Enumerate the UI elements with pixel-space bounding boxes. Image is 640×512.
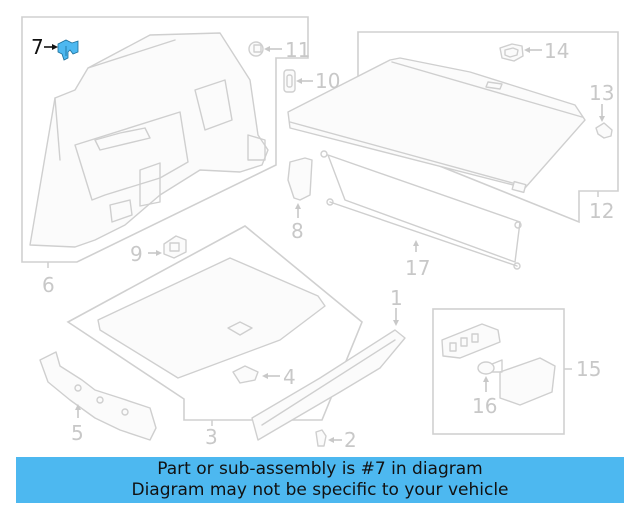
callout-15[interactable]: 15	[576, 357, 601, 381]
callout-10[interactable]: 10	[315, 69, 340, 93]
part-2-clip[interactable]	[315, 429, 327, 447]
frame-floor	[66, 225, 363, 426]
part-10-clip[interactable]	[283, 69, 296, 93]
banner-line-part-number: Part or sub-assembly is #7 in diagram	[157, 459, 483, 479]
callout-6[interactable]: 6	[42, 273, 55, 297]
part-15-light-assembly[interactable]	[441, 323, 556, 406]
part-1-sill-plate[interactable]	[251, 329, 406, 441]
part-13-holder[interactable]	[595, 122, 613, 139]
part-4-cover[interactable]	[232, 365, 259, 384]
part-11-fastener[interactable]	[248, 41, 264, 57]
part-8-vent[interactable]	[287, 157, 313, 201]
part-7-clip-highlighted[interactable]	[57, 39, 79, 61]
part-14-ring[interactable]	[499, 43, 524, 62]
part-12-cargo-cover[interactable]	[287, 57, 586, 194]
callout-arrows	[44, 44, 605, 443]
callout-12[interactable]: 12	[589, 199, 614, 223]
part-6-side-trim[interactable]	[29, 32, 269, 248]
info-banner: Part or sub-assembly is #7 in diagram Di…	[16, 457, 624, 503]
callout-5[interactable]: 5	[71, 421, 84, 445]
callout-8[interactable]: 8	[291, 219, 304, 243]
callout-17[interactable]: 17	[405, 256, 430, 280]
part-17-cargo-net[interactable]	[320, 150, 522, 270]
callout-1[interactable]: 1	[390, 286, 403, 310]
frame-light-assembly	[432, 308, 572, 435]
callout-11[interactable]: 11	[285, 38, 310, 62]
callout-13[interactable]: 13	[589, 81, 614, 105]
part-9-bracket[interactable]	[163, 235, 187, 259]
callout-9[interactable]: 9	[130, 242, 143, 266]
part-3-floor-board[interactable]	[97, 257, 326, 379]
callout-14[interactable]: 14	[544, 39, 569, 63]
banner-line-disclaimer: Diagram may not be specific to your vehi…	[131, 480, 509, 500]
callout-2[interactable]: 2	[344, 428, 357, 452]
frame-side-trim	[21, 16, 309, 268]
callout-3[interactable]: 3	[205, 425, 218, 449]
callout-16[interactable]: 16	[472, 394, 497, 418]
callout-4[interactable]: 4	[283, 365, 296, 389]
callout-7[interactable]: 7	[31, 35, 44, 59]
part-5-bracket[interactable]	[39, 351, 157, 441]
part-16-bulb[interactable]	[477, 359, 503, 375]
